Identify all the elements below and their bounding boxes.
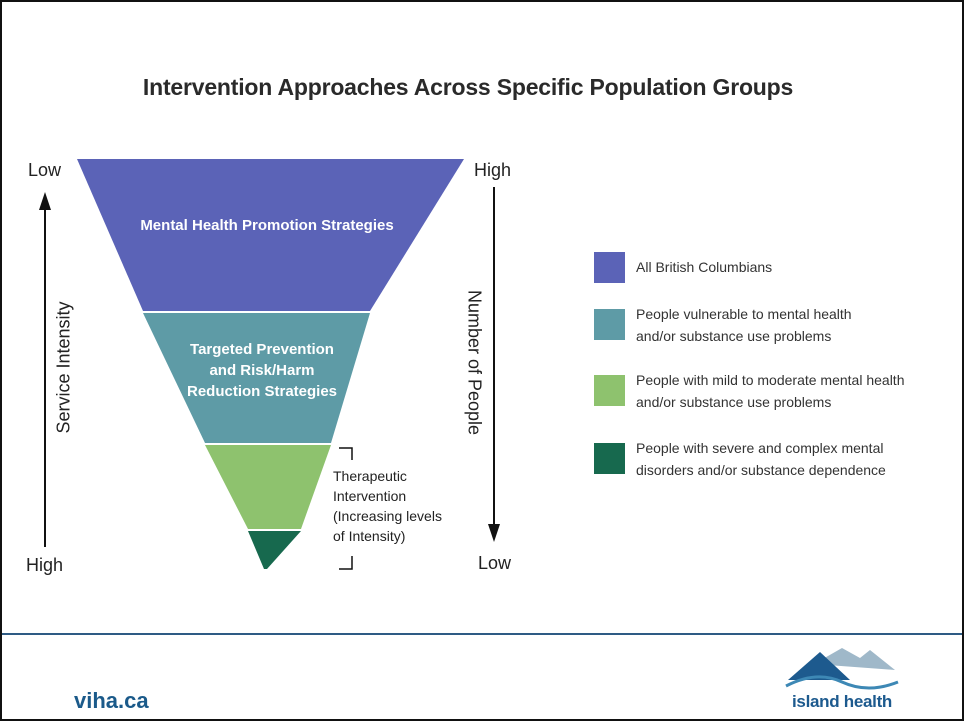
legend-text: People vulnerable to mental health and/o… bbox=[636, 303, 936, 347]
logo-water-wave bbox=[785, 675, 899, 690]
service-intensity-label: Service Intensity bbox=[53, 301, 74, 434]
logo-mountain-front bbox=[788, 652, 850, 680]
right-axis-arrowhead bbox=[488, 524, 500, 542]
targeted-prevention-line-2: and Risk/Harm bbox=[209, 362, 315, 379]
footer-divider bbox=[2, 633, 962, 635]
therapeutic-line-3: (Increasing levels bbox=[333, 508, 442, 524]
legend-text: All British Columbians bbox=[636, 256, 936, 278]
legend-line: People with severe and complex mental bbox=[636, 440, 884, 456]
footer-url[interactable]: viha.ca bbox=[74, 688, 149, 713]
therapeutic-bracket-bottom bbox=[339, 556, 353, 570]
island-health-logo-text: island health bbox=[792, 692, 893, 711]
legend-swatch bbox=[594, 252, 625, 283]
layer-promotion bbox=[77, 159, 464, 311]
layer-mild-moderate bbox=[205, 445, 331, 529]
slide-title: Intervention Approaches Across Specific … bbox=[142, 74, 794, 100]
right-axis-bottom-label: Low bbox=[478, 553, 512, 573]
legend-line: People vulnerable to mental health bbox=[636, 306, 852, 322]
left-axis-bottom-label: High bbox=[26, 555, 64, 575]
number-of-people-label: Number of People bbox=[464, 289, 485, 436]
therapeutic-line-1: Therapeutic bbox=[333, 468, 407, 484]
right-axis-top-label: High bbox=[474, 160, 512, 180]
therapeutic-intervention-note: Therapeutic Intervention (Increasing lev… bbox=[333, 466, 463, 546]
layer-targeted-prevention bbox=[143, 313, 370, 443]
legend-swatch bbox=[594, 443, 625, 474]
legend-line: People with mild to moderate mental heal… bbox=[636, 372, 905, 388]
legend-line: All British Columbians bbox=[636, 259, 773, 275]
targeted-prevention-label: Targeted Prevention and Risk/Harm Reduct… bbox=[162, 339, 362, 402]
left-axis-arrowhead bbox=[39, 192, 51, 210]
legend-line: disorders and/or substance dependence bbox=[636, 462, 886, 478]
legend-line: and/or substance use problems bbox=[636, 394, 832, 410]
legend-text: People with severe and complex mental di… bbox=[636, 437, 936, 481]
layer-severe bbox=[248, 531, 301, 569]
legend-swatch bbox=[594, 309, 625, 340]
promotion-strategies-label: Mental Health Promotion Strategies bbox=[140, 217, 394, 234]
legend-line: and/or substance use problems bbox=[636, 328, 832, 344]
therapeutic-bracket-top bbox=[339, 447, 353, 460]
targeted-prevention-line-1: Targeted Prevention bbox=[190, 341, 334, 358]
therapeutic-line-2: Intervention bbox=[333, 488, 407, 504]
therapeutic-line-4: of Intensity) bbox=[333, 528, 406, 544]
left-axis-top-label: Low bbox=[28, 160, 62, 180]
legend-swatch bbox=[594, 375, 625, 406]
targeted-prevention-line-3: Reduction Strategies bbox=[186, 383, 338, 400]
legend-text: People with mild to moderate mental heal… bbox=[636, 369, 936, 413]
logo-mountain-back bbox=[814, 648, 895, 670]
